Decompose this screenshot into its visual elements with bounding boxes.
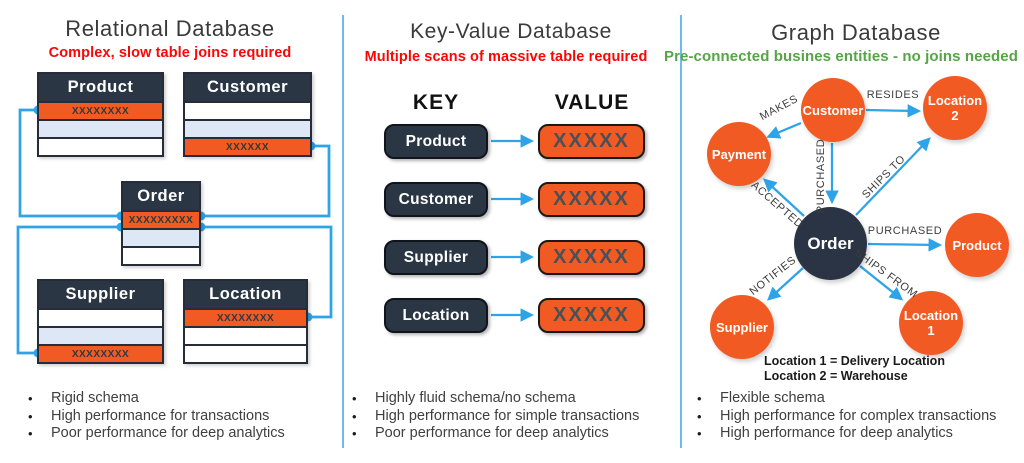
node-supplier: Supplier xyxy=(710,295,774,359)
table-order-key-row: XXXXXXXXX xyxy=(123,210,199,228)
edge-label-makes: MAKES xyxy=(757,92,801,124)
bullet-item: Highly fluid schema/no schema xyxy=(352,390,639,408)
edge-label-resides: RESIDES xyxy=(866,89,920,101)
key-box-customer: Customer xyxy=(384,182,488,217)
table-customer: Customer XXXXXX xyxy=(183,72,312,157)
bullet-item: Rigid schema xyxy=(28,390,285,408)
node-customer: Customer xyxy=(801,78,865,142)
table-customer-header: Customer xyxy=(185,74,310,101)
table-location-header: Location xyxy=(185,281,306,308)
node-order: Order xyxy=(794,207,867,280)
edge-label-accepted: ACCEPTED xyxy=(748,179,806,231)
table-product-header: Product xyxy=(39,74,162,101)
edge-label-ships-from: SHIPS FROM xyxy=(852,247,920,301)
key-box-supplier: Supplier xyxy=(384,240,488,275)
table-location: Location XXXXXXXX xyxy=(183,279,308,364)
edge-label-ships-to: SHIPS TO xyxy=(860,153,908,201)
table-product-row xyxy=(39,119,162,137)
table-customer-key-row: XXXXXX xyxy=(185,137,310,155)
relational-title: Relational Database xyxy=(65,16,275,41)
table-customer-row xyxy=(185,119,310,137)
keyvalue-bullets: Highly fluid schema/no schema High perfo… xyxy=(352,390,639,443)
relational-bullets: Rigid schema High performance for transa… xyxy=(28,390,285,443)
bullet-item: High performance for complex transaction… xyxy=(697,408,996,426)
edge-label-notifies: NOTIFIES xyxy=(747,254,799,298)
bullet-item: High performance for simple transactions xyxy=(352,408,639,426)
graph-notes: Location 1 = Delivery Location Location … xyxy=(764,354,945,384)
table-location-row xyxy=(185,344,306,362)
panel-dividers xyxy=(342,15,682,448)
edge-label-purchased-vertical: PURCHASED xyxy=(815,138,827,214)
table-location-key-row: XXXXXXXX xyxy=(185,308,306,326)
key-box-location: Location xyxy=(384,298,488,333)
node-product: Product xyxy=(945,213,1009,277)
value-box-product: XXXXX xyxy=(538,124,645,159)
table-product-row xyxy=(39,137,162,155)
keyvalue-title: Key-Value Database xyxy=(410,20,612,43)
graph-bullets: Flexible schema High performance for com… xyxy=(697,390,996,443)
bullet-item: Poor performance for deep analytics xyxy=(352,425,639,443)
graph-title: Graph Database xyxy=(771,20,941,45)
value-box-location: XXXXX xyxy=(538,298,645,333)
table-supplier-header: Supplier xyxy=(39,281,162,308)
table-order-row xyxy=(123,246,199,264)
edge-label-purchased-horizontal: PURCHASED xyxy=(867,225,943,237)
table-supplier-row xyxy=(39,308,162,326)
table-product: Product XXXXXXXX xyxy=(37,72,164,157)
key-box-product: Product xyxy=(384,124,488,159)
keyvalue-arrows xyxy=(491,134,535,322)
keyvalue-subtitle: Multiple scans of massive table required xyxy=(364,49,648,65)
bullet-item: High performance for deep analytics xyxy=(697,425,996,443)
table-customer-row xyxy=(185,101,310,119)
bullet-item: Poor performance for deep analytics xyxy=(28,425,285,443)
relational-subtitle: Complex, slow table joins required xyxy=(48,45,292,61)
value-box-customer: XXXXX xyxy=(538,182,645,217)
bullet-item: High performance for transactions xyxy=(28,408,285,426)
graph-note-line: Location 2 = Warehouse xyxy=(764,369,908,383)
table-supplier: Supplier XXXXXXXX xyxy=(37,279,164,364)
table-order: Order XXXXXXXXX xyxy=(121,181,201,266)
node-payment: Payment xyxy=(707,122,771,186)
node-location2: Location 2 xyxy=(923,76,987,140)
table-order-row xyxy=(123,228,199,246)
graph-subtitle: Pre-connected busines entities - no join… xyxy=(663,48,1019,65)
table-order-header: Order xyxy=(123,183,199,210)
key-column-header: KEY xyxy=(412,91,460,114)
value-column-header: VALUE xyxy=(554,91,630,114)
value-box-supplier: XXXXX xyxy=(538,240,645,275)
node-location1: Location 1 xyxy=(899,291,963,355)
bullet-item: Flexible schema xyxy=(697,390,996,408)
table-supplier-row xyxy=(39,326,162,344)
table-supplier-key-row: XXXXXXXX xyxy=(39,344,162,362)
graph-note-line: Location 1 = Delivery Location xyxy=(764,354,945,368)
table-product-key-row: XXXXXXXX xyxy=(39,101,162,119)
table-location-row xyxy=(185,326,306,344)
